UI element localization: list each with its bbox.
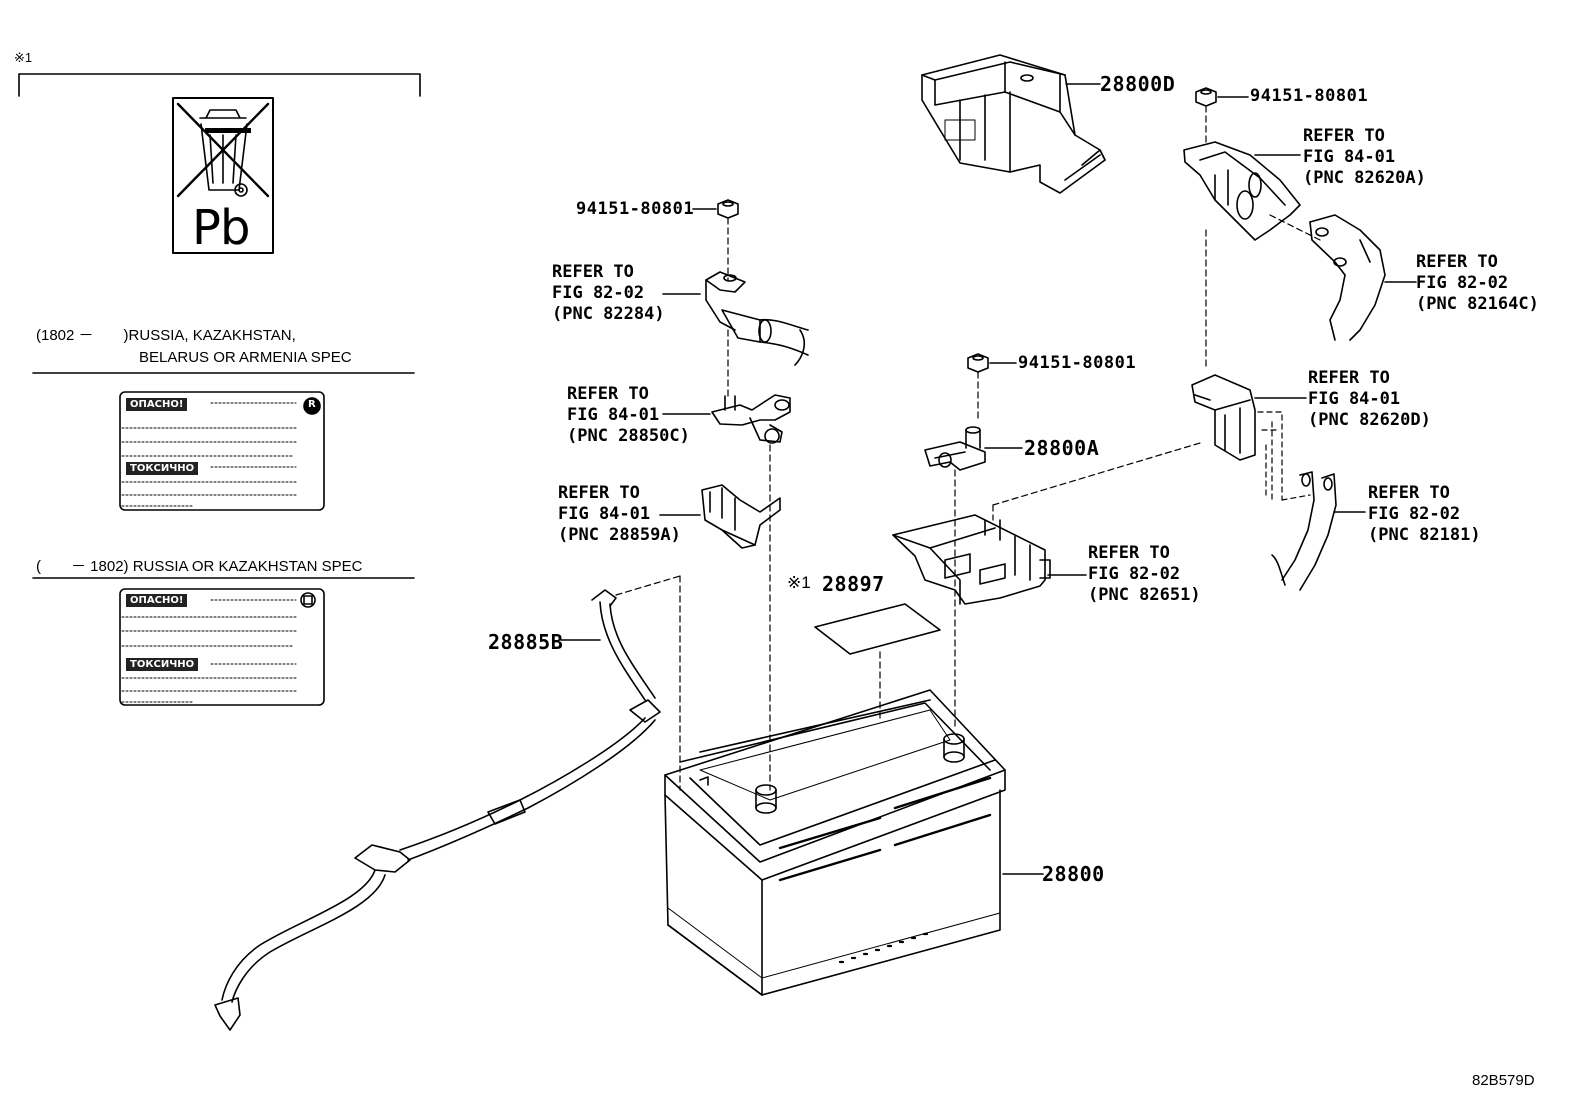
ref-82181-line3: (PNC 82181) (1368, 525, 1481, 545)
note-bracket (18, 73, 421, 97)
ref-82620d: REFER TO FIG 84-01 (PNC 82620D) (1308, 368, 1431, 431)
warning-mark-r: R (308, 399, 316, 410)
ref-82620a-line3: (PNC 82620A) (1303, 168, 1426, 188)
ref-28859a-line1: REFER TO (558, 483, 640, 503)
recycle-pb-icon (172, 97, 274, 254)
sensor-cable-28885b (214, 575, 681, 1031)
warning-danger-1: ОПАСНО! (126, 398, 188, 411)
ref-82164c: REFER TO FIG 82-02 (PNC 82164C) (1416, 252, 1539, 315)
note-marker: ※1 (14, 50, 33, 65)
ref-28859a-line3: (PNC 28859A) (558, 525, 681, 545)
fuse-82620d (1191, 374, 1256, 461)
terminal-clamp (924, 426, 986, 471)
terminal-cover (921, 54, 1106, 194)
ref-82181-line2: FIG 82-02 (1368, 504, 1461, 524)
ref-82164c-line2: FIG 82-02 (1416, 273, 1509, 293)
bracket-82620a (1183, 141, 1301, 241)
ref-28850c-line2: FIG 84-01 (567, 405, 660, 425)
ref-82181-line1: REFER TO (1368, 483, 1450, 503)
spec-note-2: ( － 1802) RUSSIA OR KAZAKHSTAN SPEC (36, 558, 363, 575)
ref-82651-line3: (PNC 82651) (1088, 585, 1201, 605)
warning-toxic-1: ТОКСИЧНО (126, 462, 199, 475)
part-nut-right: 94151-80801 (1250, 86, 1369, 106)
part-28885b: 28885B (488, 630, 564, 654)
part-nut-mid: 94151-80801 (1018, 353, 1137, 373)
ref-28850c: REFER TO FIG 84-01 (PNC 28850C) (567, 384, 690, 447)
ref-82164c-line1: REFER TO (1416, 252, 1498, 272)
ref-82620d-line1: REFER TO (1308, 368, 1390, 388)
part-nut-left: 94151-80801 (576, 199, 695, 219)
ref-82651: REFER TO FIG 82-02 (PNC 82651) (1088, 543, 1201, 606)
label-28897-marker: ※1 (787, 573, 811, 592)
fuse-block (892, 514, 1051, 605)
cable-82181 (1271, 471, 1366, 591)
part-28800: 28800 (1042, 862, 1105, 886)
ref-82620a-line1: REFER TO (1303, 126, 1385, 146)
part-28897: 28897 (822, 572, 885, 596)
ref-82164c-line3: (PNC 82164C) (1416, 294, 1539, 314)
ref-28859a-line2: FIG 84-01 (558, 504, 651, 524)
ref-82620a-line2: FIG 84-01 (1303, 147, 1396, 167)
ref-28850c-line3: (PNC 28850C) (567, 426, 690, 446)
terminal-28850c (711, 394, 791, 444)
cable-end-82284 (705, 271, 809, 366)
nut-mid-icon (967, 353, 989, 373)
ref-82284-line1: REFER TO (552, 262, 634, 282)
warning-danger-2: ОПАСНО! (126, 594, 188, 607)
part-28800a: 28800A (1024, 436, 1100, 460)
ref-82651-line2: FIG 82-02 (1088, 564, 1181, 584)
battery-body (664, 689, 1006, 996)
warning-toxic-2: ТОКСИЧНО (126, 658, 199, 671)
warning-label-1 (119, 391, 325, 511)
bracket-28859a (701, 484, 781, 549)
part-28800d: 28800D (1100, 72, 1176, 96)
spec-note-1-line1: (1802 － )RUSSIA, KAZAKHSTAN, (36, 327, 296, 344)
label-28897-sticker (814, 603, 941, 655)
ref-82284-line2: FIG 82-02 (552, 283, 645, 303)
warning-label-2 (119, 588, 325, 706)
spec-note-1-line2: BELARUS OR ARMENIA SPEC (139, 349, 352, 366)
ref-82620d-line2: FIG 84-01 (1308, 389, 1401, 409)
diagram-code: 82B579D (1472, 1072, 1535, 1089)
nut-right-icon (1195, 87, 1217, 107)
ref-82181: REFER TO FIG 82-02 (PNC 82181) (1368, 483, 1481, 546)
ref-82284: REFER TO FIG 82-02 (PNC 82284) (552, 262, 665, 325)
pb-symbol: Pb (192, 200, 250, 256)
nut-left-icon (717, 199, 739, 219)
ref-82620d-line3: (PNC 82620D) (1308, 410, 1431, 430)
ref-28859a: REFER TO FIG 84-01 (PNC 28859A) (558, 483, 681, 546)
ref-82620a: REFER TO FIG 84-01 (PNC 82620A) (1303, 126, 1426, 189)
ref-28850c-line1: REFER TO (567, 384, 649, 404)
ref-82284-line3: (PNC 82284) (552, 304, 665, 324)
ref-82651-line1: REFER TO (1088, 543, 1170, 563)
cable-end-82164c (1309, 214, 1386, 341)
